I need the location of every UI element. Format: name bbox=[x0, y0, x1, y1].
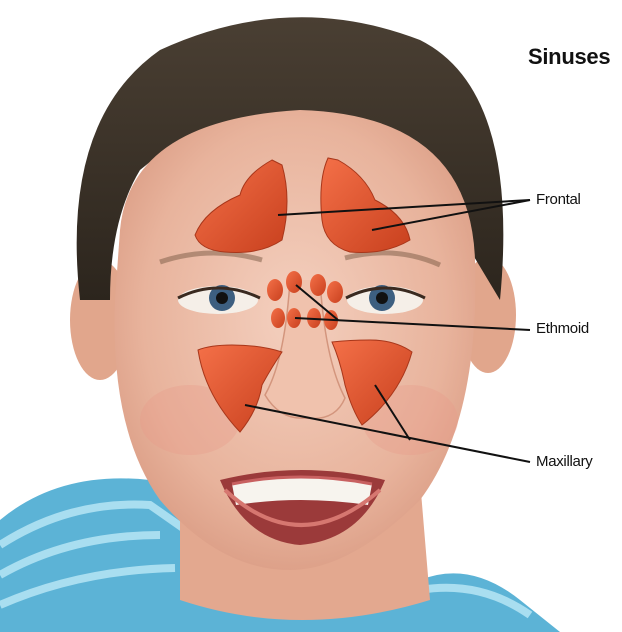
ethmoid-cell bbox=[286, 271, 302, 293]
ethmoid-cell bbox=[327, 281, 343, 303]
ethmoid-cell bbox=[271, 308, 285, 328]
diagram-title: Sinuses bbox=[528, 44, 610, 70]
frontal-label: Frontal bbox=[536, 191, 581, 208]
ethmoid-label: Ethmoid bbox=[536, 320, 589, 337]
maxillary-label: Maxillary bbox=[536, 453, 592, 470]
ethmoid-cell bbox=[310, 274, 326, 296]
ethmoid-cell bbox=[267, 279, 283, 301]
